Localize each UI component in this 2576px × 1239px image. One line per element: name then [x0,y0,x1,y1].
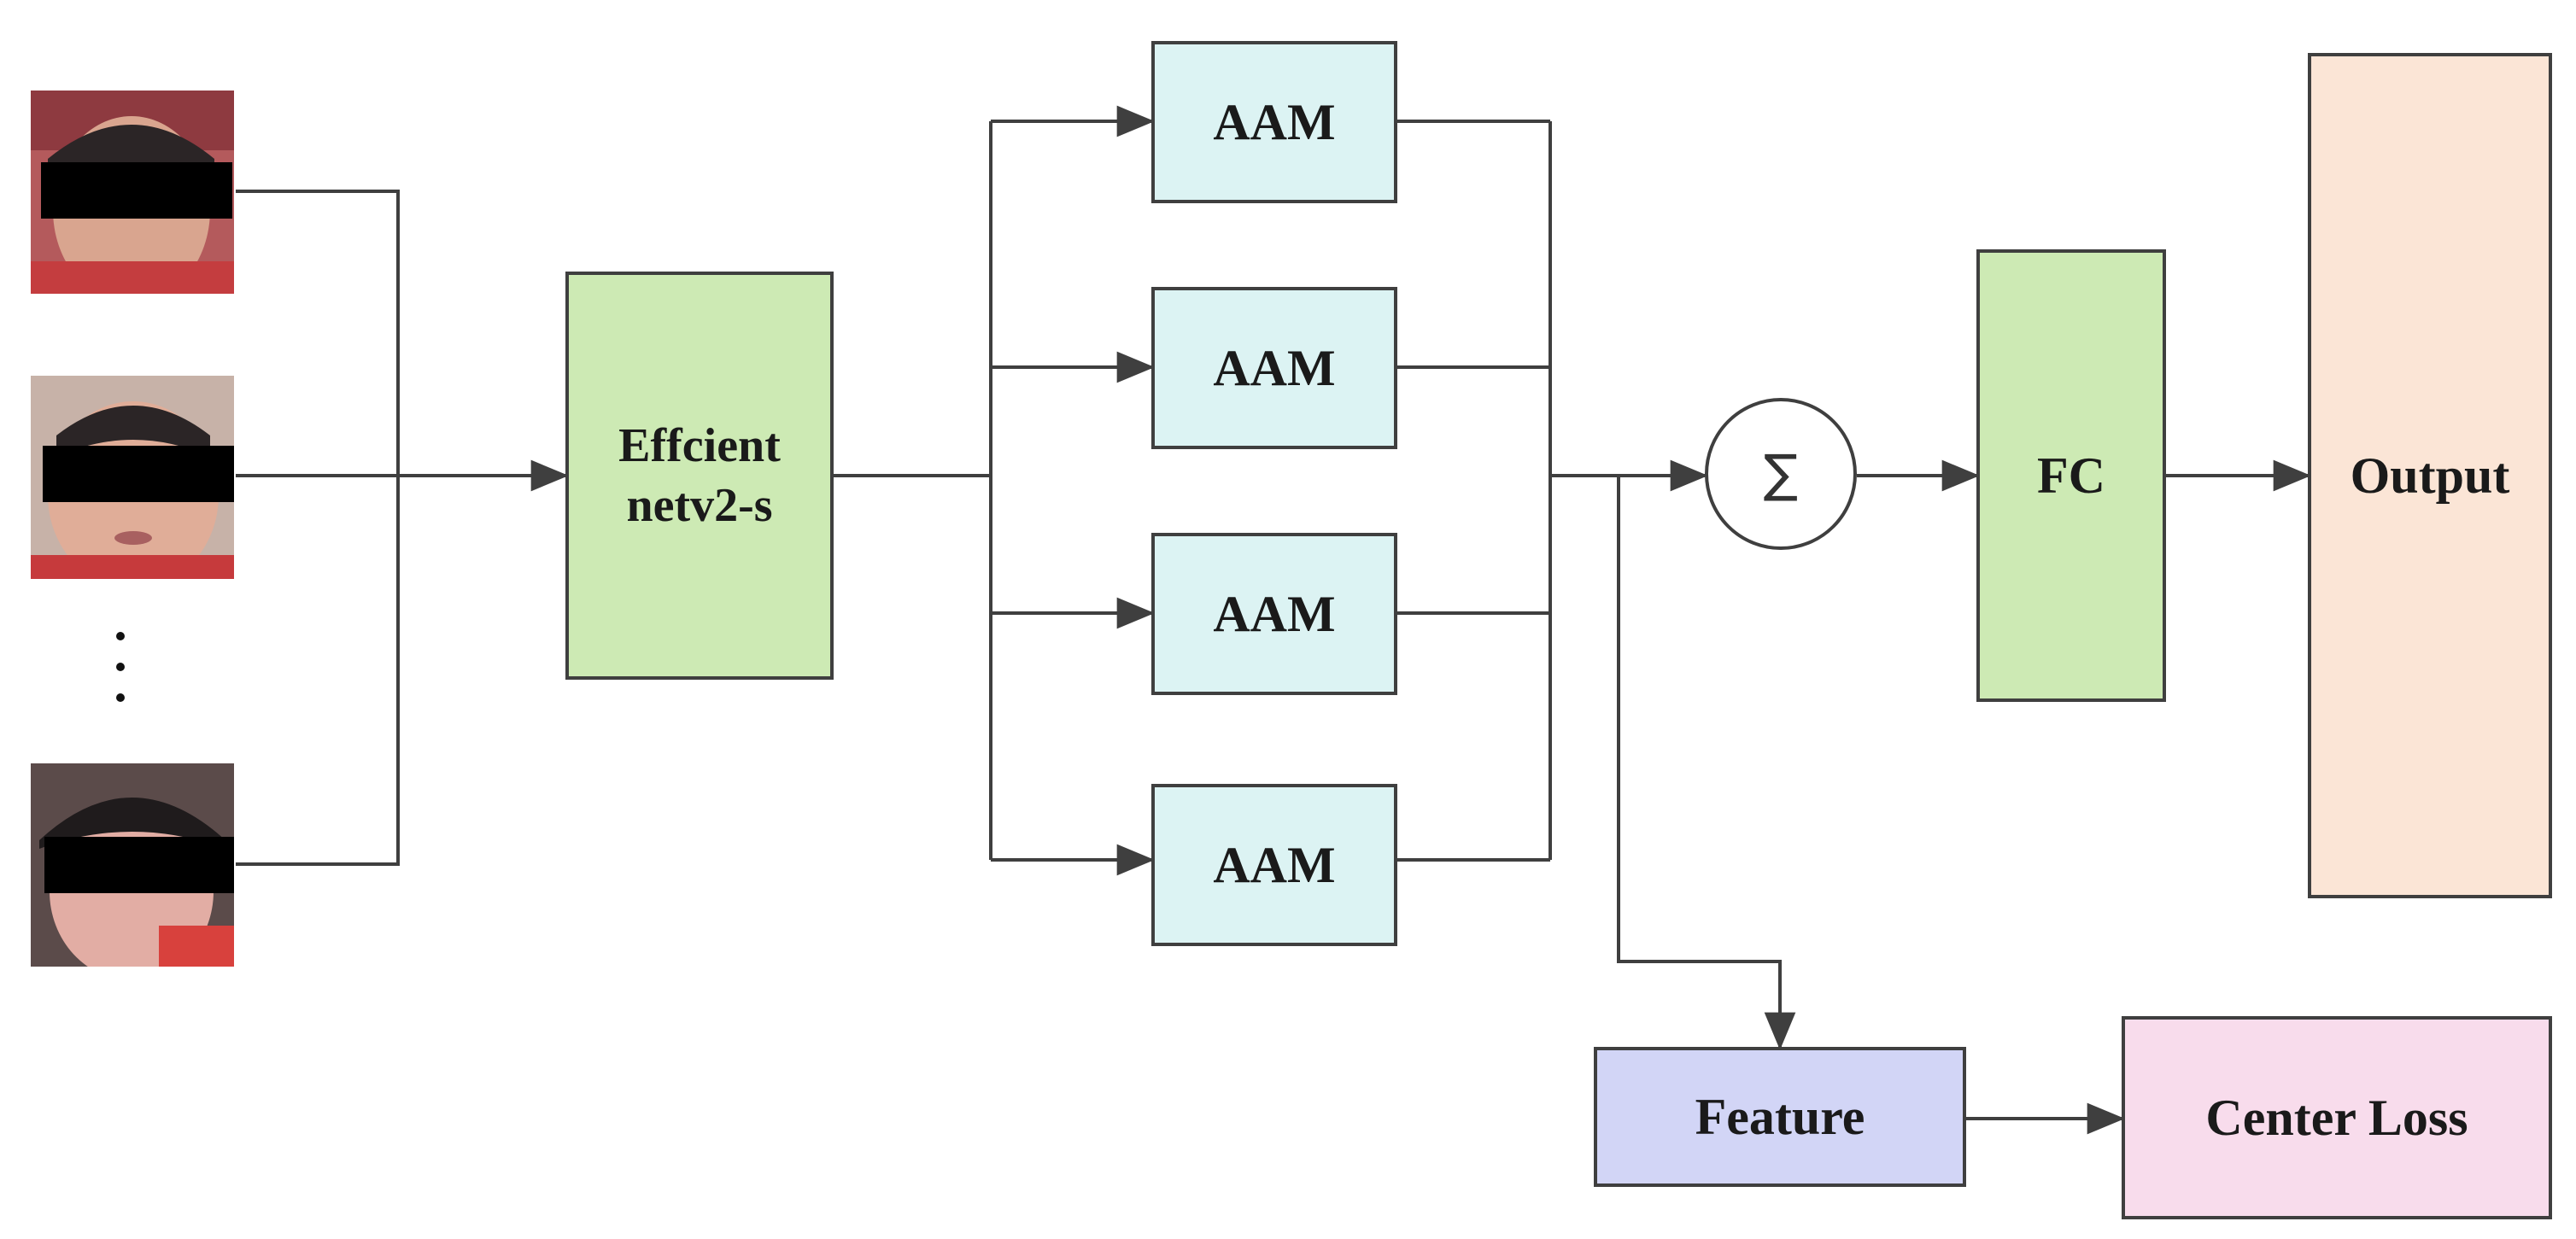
feature-block: Feature [1594,1047,1966,1187]
feature-branch-line [1617,476,1796,1050]
output-block: Output [2308,53,2552,898]
aam-block-4: AAM [1151,784,1397,946]
face-image-2 [31,376,234,579]
backbone-block: Effcient netv2-s [565,272,834,680]
dot [116,663,125,671]
sum-node: ∑ [1705,398,1857,550]
center-loss-block: Center Loss [2122,1016,2552,1219]
aam-block-1: AAM [1151,41,1397,203]
dot [116,693,125,702]
face-image-1 [31,91,234,294]
backbone-label-line2: netv2-s [626,479,773,532]
aam-block-3: AAM [1151,533,1397,695]
fc-block: FC [1976,249,2166,702]
aam-block-2: AAM [1151,287,1397,449]
backbone-label-line1: Effcient [618,419,781,472]
backbone-label: Effcient netv2-s [618,416,781,535]
dot [116,632,125,640]
ellipsis-dots [116,632,125,724]
input-line-1 [236,190,400,476]
face-image-3 [31,763,234,967]
input-line-3 [236,476,400,866]
